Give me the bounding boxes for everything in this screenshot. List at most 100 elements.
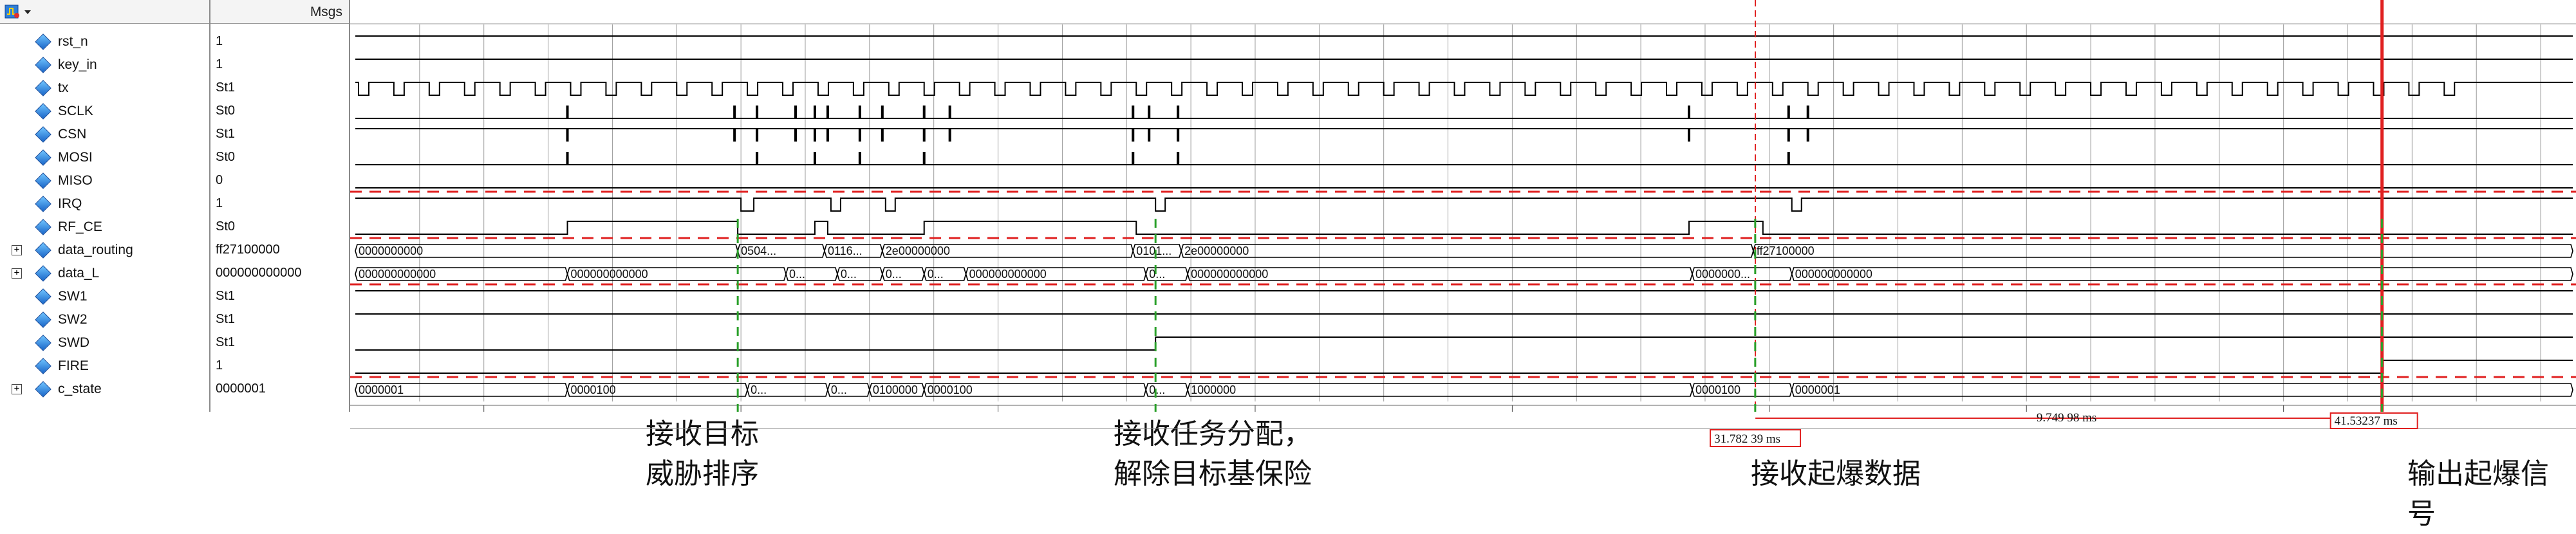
signal-row-data_L[interactable]: + data_L xyxy=(0,262,209,286)
waveform-RF_CE xyxy=(355,221,2573,235)
signal-row-FIRE[interactable]: FIRE xyxy=(0,355,209,378)
signal-icon xyxy=(35,33,51,50)
signal-row-tx[interactable]: tx xyxy=(0,77,209,100)
signal-row-MOSI[interactable]: MOSI xyxy=(0,147,209,170)
bus-segment xyxy=(1692,383,1793,397)
signal-name: SW2 xyxy=(58,312,88,327)
signal-value: 0000001 xyxy=(216,382,266,396)
bus-segment xyxy=(1181,244,1754,258)
expand-icon[interactable]: + xyxy=(12,245,22,255)
signal-value: ff27100000 xyxy=(216,243,280,257)
signal-name: MISO xyxy=(58,173,93,188)
bus-value-label: 0116... xyxy=(828,244,863,257)
bus-value-label: 0000100 xyxy=(928,383,973,396)
signal-row-rst_n[interactable]: rst_n xyxy=(0,31,209,54)
signal-value: St0 xyxy=(216,150,236,164)
annotation-text: 接收目标 xyxy=(646,418,759,450)
bus-value-label: 0100000 xyxy=(873,383,918,396)
signal-row-SW1[interactable]: SW1 xyxy=(0,286,209,309)
signal-row-MISO[interactable]: MISO xyxy=(0,170,209,193)
waveform-tx xyxy=(355,82,2573,96)
bus-value-label: 0000000... xyxy=(1695,268,1750,281)
bus-value-label: 0... xyxy=(1149,268,1165,281)
bus-segment xyxy=(1187,267,1693,281)
signal-name: key_in xyxy=(58,57,97,72)
bus-value-label: 0... xyxy=(789,268,805,281)
signal-value: St0 xyxy=(216,104,236,118)
waveform-menu-button[interactable] xyxy=(4,3,41,21)
bus-value-label: 0... xyxy=(928,268,944,281)
waveform-FIRE xyxy=(355,360,2573,374)
signal-value: 1 xyxy=(216,34,223,48)
signal-value: St1 xyxy=(216,80,236,95)
signal-value: St0 xyxy=(216,219,236,234)
bus-value-label: 0000000000 xyxy=(359,244,423,257)
signal-icon xyxy=(35,381,51,398)
bus-segment xyxy=(824,244,883,258)
signal-value: St1 xyxy=(216,289,236,303)
bus-value-label: 0... xyxy=(831,383,847,396)
signal-icon xyxy=(35,335,51,351)
signal-icon xyxy=(35,57,51,73)
bus-value-label: 0... xyxy=(751,383,767,396)
bus-value-label: 0101... xyxy=(1136,244,1171,257)
cursor-readout: 41.53237 ms xyxy=(2335,414,2398,428)
waveform-IRQ xyxy=(355,198,2573,212)
annotation-output-detonation: 输出起爆信号 xyxy=(2407,454,2576,534)
signal-row-key_in[interactable]: key_in xyxy=(0,54,209,77)
bus-value-label: 0000001 xyxy=(1795,383,1840,396)
signal-value: St1 xyxy=(216,127,236,141)
bus-segment xyxy=(355,267,568,281)
signal-name: data_L xyxy=(58,266,100,281)
signal-row-c_state[interactable]: + c_state xyxy=(0,378,209,401)
bus-segment xyxy=(566,383,748,397)
bus-value-label: 1000000 xyxy=(1191,383,1236,396)
bus-segment xyxy=(1187,383,1693,397)
expand-icon[interactable]: + xyxy=(12,268,22,279)
bus-segment xyxy=(869,383,925,397)
bus-segment xyxy=(1145,267,1188,281)
annotation-receive-threat: 接收目标 威胁排序 xyxy=(646,414,759,494)
expand-icon[interactable]: + xyxy=(12,384,22,394)
signal-name: FIRE xyxy=(58,358,89,373)
bus-segment xyxy=(566,267,787,281)
bus-segment xyxy=(355,244,738,258)
signal-row-SW2[interactable]: SW2 xyxy=(0,309,209,332)
signal-row-SCLK[interactable]: SCLK xyxy=(0,100,209,124)
bus-value-label: 0000001 xyxy=(359,383,404,396)
signal-row-SWD[interactable]: SWD xyxy=(0,332,209,355)
signal-row-CSN[interactable]: CSN xyxy=(0,124,209,147)
signal-value: 0 xyxy=(216,173,223,187)
signal-name: c_state xyxy=(58,382,102,396)
annotation-receive-task: 接收任务分配， 解除目标基保险 xyxy=(1114,414,1312,494)
bus-segment xyxy=(1791,267,2573,281)
bus-segment xyxy=(747,383,828,397)
signal-icon xyxy=(35,80,51,97)
signal-name: SCLK xyxy=(58,104,93,118)
signal-name: data_routing xyxy=(58,243,133,257)
bus-value-label: ff27100000 xyxy=(1757,244,1815,257)
annotation-receive-detonation-data: 接收起爆数据 xyxy=(1751,454,1921,494)
signal-value: 000000000000 xyxy=(216,266,302,280)
signal-row-data_routing[interactable]: + data_routing xyxy=(0,239,209,262)
bus-segment xyxy=(1145,383,1188,397)
bus-segment xyxy=(965,267,1147,281)
signal-row-RF_CE[interactable]: RF_CE xyxy=(0,216,209,239)
signal-row-IRQ[interactable]: IRQ xyxy=(0,193,209,216)
bus-value-label: 2e00000000 xyxy=(1184,244,1249,257)
bus-segment xyxy=(355,383,568,397)
annotation-text: 解除目标基保险 xyxy=(1114,457,1312,490)
wave-display[interactable]: 0000000000 0504... 0116... 2e00000000 0101..… xyxy=(350,0,2576,412)
bus-value-label: 0504... xyxy=(741,244,776,257)
signal-name: SW1 xyxy=(58,289,88,304)
bus-segment xyxy=(881,244,1134,258)
cursor-readout: 31.782 39 ms xyxy=(1714,432,1780,446)
signal-name: IRQ xyxy=(58,196,82,211)
bus-segment xyxy=(1692,267,1793,281)
wave-canvas[interactable]: 0000000000 0504... 0116... 2e00000000 0101..… xyxy=(350,0,2576,412)
signal-icon xyxy=(35,358,51,374)
